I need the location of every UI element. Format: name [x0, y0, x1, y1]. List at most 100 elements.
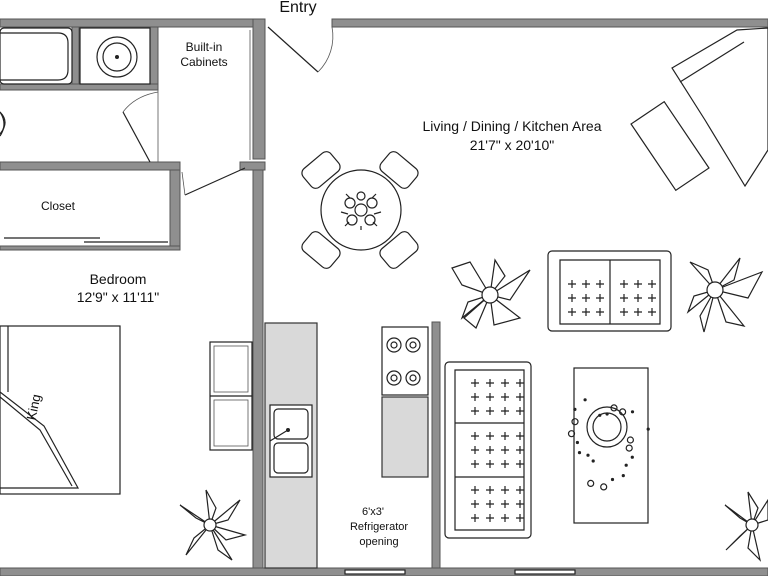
cushion-star — [582, 280, 590, 288]
potted-plant-icon — [179, 489, 248, 561]
bathroom-door — [122, 90, 159, 163]
cushion-star — [486, 379, 494, 387]
decor-dot — [625, 444, 633, 452]
bedroom-name: Bedroom — [90, 271, 147, 287]
cushion-star — [648, 294, 656, 302]
window-bottom-1 — [344, 569, 406, 575]
decor-dot — [624, 463, 628, 467]
potted-plant-icon — [451, 258, 531, 329]
cushion-pattern — [568, 280, 656, 316]
closet-label: Closet — [41, 199, 76, 213]
cushion-star — [516, 393, 524, 401]
cushion-star — [516, 500, 524, 508]
cushion-star — [486, 446, 494, 454]
cushion-star — [516, 446, 524, 454]
cushion-star — [501, 500, 509, 508]
window-bottom-2 — [514, 569, 576, 575]
decor-dot — [630, 410, 635, 414]
decor-dot — [646, 427, 650, 431]
potted-plant-icon — [724, 491, 768, 562]
decor-dot — [610, 477, 615, 482]
cushion-star — [501, 446, 509, 454]
decor-dot — [575, 440, 580, 445]
decor-dot — [587, 479, 595, 487]
cushion-star — [516, 486, 524, 494]
wall-cabinet-left — [149, 26, 159, 91]
bathroom-sink — [79, 27, 151, 85]
cushion-star — [634, 294, 642, 302]
stove-burner-icon — [386, 337, 421, 386]
cushion-star — [486, 432, 494, 440]
cushion-star — [620, 280, 628, 288]
cushion-star — [486, 486, 494, 494]
decor-dot — [600, 483, 608, 491]
cushion-star — [568, 280, 576, 288]
cushion-star — [634, 308, 642, 316]
living-area-name: Living / Dining / Kitchen Area — [423, 118, 602, 134]
kitchen-counter-right — [381, 396, 429, 478]
wall-closet-bottom — [0, 245, 181, 251]
cushion-star — [582, 308, 590, 316]
cushion-star — [486, 407, 494, 415]
kitchen-counter-sink — [264, 322, 318, 569]
cushion-star — [516, 379, 524, 387]
king-bed — [0, 325, 121, 495]
decor-dot — [586, 453, 590, 457]
cushion-star — [648, 308, 656, 316]
cushion-star — [471, 500, 479, 508]
cushion-star — [486, 393, 494, 401]
bathtub — [0, 27, 73, 85]
cushion-star — [620, 294, 628, 302]
bed-label: King — [24, 393, 44, 422]
cushion-star — [486, 460, 494, 468]
decor-dot — [577, 451, 582, 455]
stove — [381, 326, 429, 396]
wall-bedroom-right — [252, 169, 264, 576]
cushion-star — [501, 432, 509, 440]
decor-dot — [583, 398, 587, 402]
cushion-star — [501, 514, 509, 522]
refrigerator-label-line1: 6'x3' — [362, 506, 384, 518]
decor-dot — [605, 412, 609, 416]
cushion-star — [516, 514, 524, 522]
wall-top-right — [331, 18, 768, 28]
decor-dot — [610, 404, 618, 412]
cushion-star — [471, 379, 479, 387]
wall-kitchen-peninsula — [431, 321, 441, 576]
cushion-star — [471, 514, 479, 522]
entry-label: Entry — [279, 0, 316, 16]
decor-dot — [567, 430, 576, 438]
wall-bath-divider — [71, 26, 80, 91]
wall-entry-left — [252, 18, 266, 160]
cushion-star — [620, 308, 628, 316]
refrigerator-label-line3: opening — [359, 536, 398, 548]
decor-dot — [573, 407, 577, 411]
decor-dot — [630, 455, 634, 459]
cushion-star — [501, 407, 509, 415]
cabinets-label-line1: Built-in — [186, 40, 223, 54]
decor-dot — [621, 474, 625, 478]
cushion-star — [568, 294, 576, 302]
decor-dot — [626, 436, 635, 444]
wall-closet-right — [169, 169, 181, 249]
cushion-star — [634, 280, 642, 288]
cushion-star — [516, 432, 524, 440]
cushion-star — [486, 514, 494, 522]
cushion-star — [596, 294, 604, 302]
closet-door — [181, 167, 246, 196]
cushion-star — [486, 500, 494, 508]
refrigerator-label-line2: Refrigerator — [350, 521, 408, 533]
cushion-star — [516, 460, 524, 468]
cushion-star — [582, 294, 590, 302]
cushion-star — [471, 446, 479, 454]
wall-top-left — [0, 18, 266, 28]
flower-centerpiece-icon — [340, 191, 382, 230]
cushion-star — [516, 407, 524, 415]
closet-sliding-doors — [4, 237, 168, 243]
coffee-table — [567, 367, 650, 524]
cushion-pattern — [471, 379, 524, 522]
cushion-star — [471, 407, 479, 415]
cushion-star — [596, 280, 604, 288]
decor-dot — [571, 418, 579, 426]
